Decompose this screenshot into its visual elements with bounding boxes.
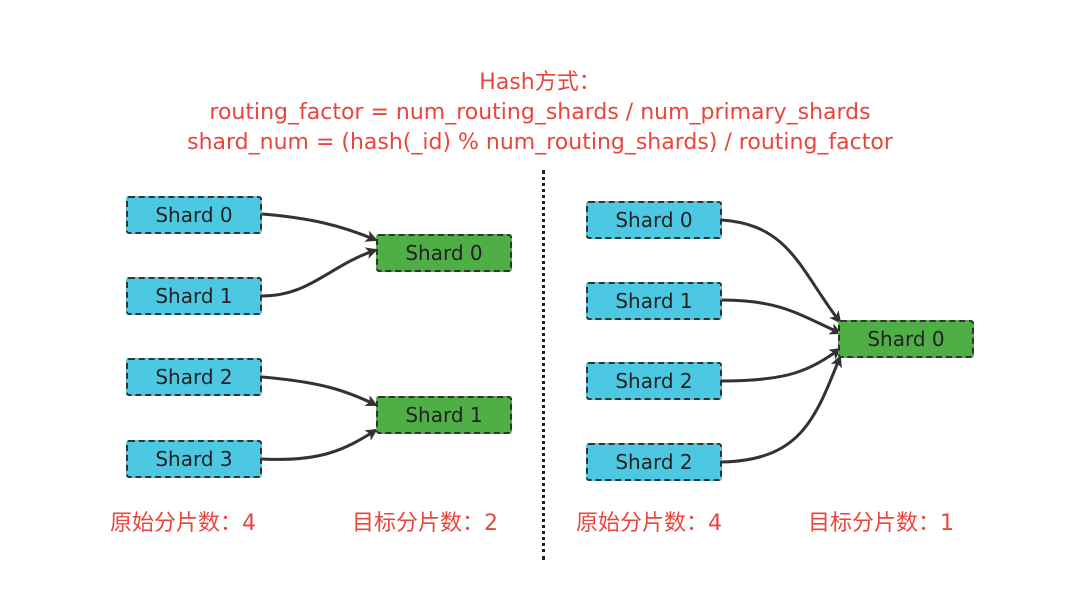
arrow-right-2-to-0 [721,347,842,383]
formula-heading: Hash方式： [479,70,601,95]
right-original-shard-count: 原始分片数：4 [576,511,722,536]
arrow-right-1-to-0 [721,298,842,335]
left-target-shard-1: Shard 1 [376,396,512,434]
right-source-shard-0: Shard 0 [586,201,722,239]
left-source-shard-1: Shard 1 [126,277,262,315]
arrow-left-3-to-1 [261,428,378,461]
arrow-right-3-to-0 [721,355,842,464]
formula-shard-num: shard_num = (hash(_id) % num_routing_sha… [187,130,893,155]
right-source-shard-3: Shard 2 [586,443,722,481]
arrow-left-1-to-0 [261,247,378,298]
left-source-shard-2: Shard 2 [126,358,262,396]
left-source-shard-0: Shard 0 [126,196,262,234]
left-target-shard-count: 目标分片数：2 [352,511,498,536]
center-divider [542,170,545,560]
left-source-shard-3: Shard 3 [126,440,262,478]
right-target-shard-0: Shard 0 [838,320,974,358]
left-target-shard-0: Shard 0 [376,234,512,272]
right-source-shard-2: Shard 2 [586,362,722,400]
formula-routing-factor: routing_factor = num_routing_shards / nu… [209,100,871,125]
right-source-shard-1: Shard 1 [586,282,722,320]
arrow-right-0-to-0 [721,218,842,324]
right-target-shard-count: 目标分片数：1 [808,511,954,536]
left-original-shard-count: 原始分片数：4 [110,511,256,536]
arrow-left-0-to-0 [261,212,378,242]
arrow-left-2-to-1 [261,375,378,407]
